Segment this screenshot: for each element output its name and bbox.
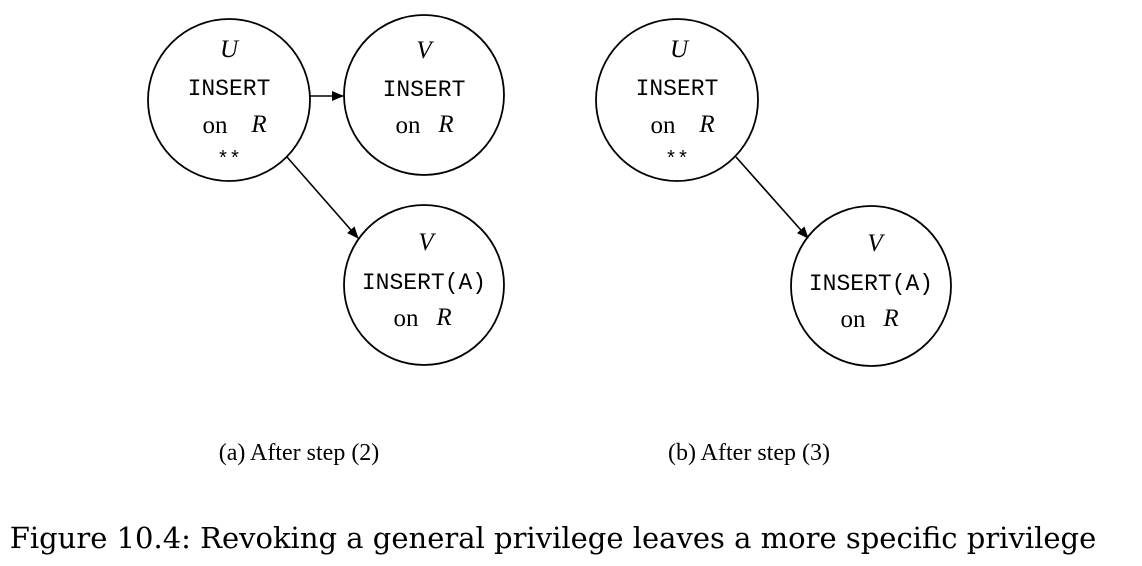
node-user: U <box>670 36 690 63</box>
node-user: V <box>418 229 436 256</box>
node-privilege: INSERT <box>636 76 719 102</box>
panel-b: U INSERT on R ** V INSERT(A) on R (b) Af… <box>595 18 952 466</box>
edge-u-to-v-insert-a <box>735 156 809 239</box>
node-on-label: on <box>841 306 867 333</box>
node-privilege: INSERT <box>383 77 466 103</box>
node-privilege: INSERT <box>188 76 271 102</box>
node-privilege: INSERT(A) <box>809 271 933 297</box>
node-u-insert: U INSERT on R ** <box>147 18 311 182</box>
node-user: V <box>416 37 434 64</box>
subcaption-a: (a) After step (2) <box>219 440 380 466</box>
node-privilege: INSERT(A) <box>362 270 486 296</box>
panel-a: U INSERT on R ** V INSERT on R V INSERT(… <box>147 14 505 466</box>
node-on-label: on <box>651 112 677 139</box>
node-relation: R <box>435 304 451 331</box>
node-relation: R <box>698 111 714 138</box>
node-relation: R <box>437 111 453 138</box>
node-relation: R <box>250 111 266 138</box>
figure-caption: Figure 10.4: Revoking a general privileg… <box>10 521 1097 555</box>
node-on-label: on <box>396 112 422 139</box>
node-v-insert-a: V INSERT(A) on R <box>790 205 952 367</box>
subcaption-b: (b) After step (3) <box>668 440 830 466</box>
grant-option-mark: ** <box>217 149 241 172</box>
node-v-insert-a: V INSERT(A) on R <box>343 204 505 366</box>
node-relation: R <box>882 305 898 332</box>
node-on-label: on <box>203 112 229 139</box>
edge-u-to-v-insert-a <box>286 156 359 239</box>
node-u-insert: U INSERT on R ** <box>595 18 759 182</box>
node-user: V <box>867 230 885 257</box>
grant-option-mark: ** <box>665 149 689 172</box>
node-user: U <box>220 36 240 63</box>
node-v-insert: V INSERT on R <box>343 14 505 176</box>
node-on-label: on <box>394 305 420 332</box>
